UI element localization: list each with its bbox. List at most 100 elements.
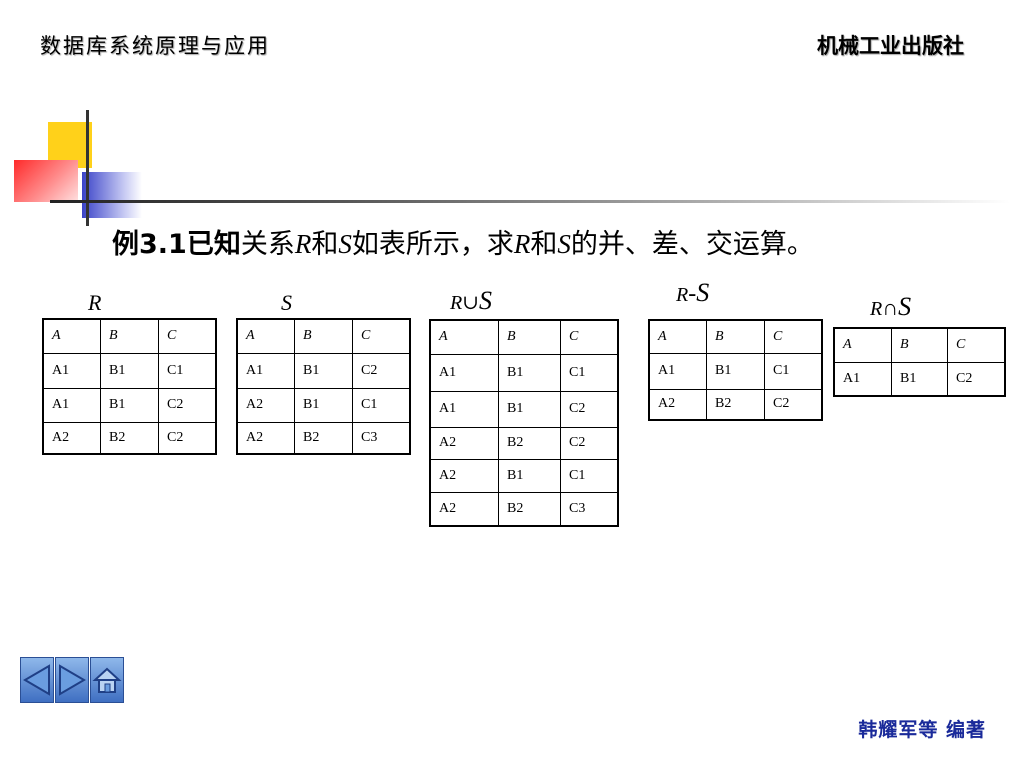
- table-s-label: S: [281, 290, 292, 315]
- table-cell: A2: [429, 458, 499, 493]
- decorative-squares: [14, 110, 1014, 230]
- table-cell: B1: [498, 390, 561, 428]
- table-cell: B1: [498, 458, 561, 493]
- column-header-cell: B: [498, 319, 561, 355]
- headline-r: R: [294, 229, 312, 259]
- table-cell: B1: [100, 352, 159, 389]
- table-cell: A1: [648, 352, 707, 390]
- headline-r-2: R: [513, 229, 531, 259]
- table-cell: A2: [236, 387, 295, 423]
- table-cell: C2: [947, 361, 1006, 397]
- table-cell: A2: [648, 388, 707, 421]
- difference-operator: -: [688, 281, 697, 307]
- table-cell: A2: [236, 421, 295, 455]
- table-cell: C2: [158, 387, 217, 423]
- table-cell: A1: [236, 352, 295, 389]
- table-cell: B1: [891, 361, 948, 397]
- column-header-cell: A: [42, 318, 101, 354]
- column-header-cell: C: [352, 318, 411, 354]
- table-cell: C2: [764, 388, 823, 421]
- headline-and-2: 和: [530, 229, 558, 260]
- table-cell: B2: [498, 426, 561, 460]
- union-label-s: S: [478, 286, 492, 315]
- table-cell: B2: [294, 421, 353, 455]
- column-header-cell: B: [891, 327, 948, 363]
- next-slide-button[interactable]: [55, 657, 89, 703]
- table-r-label: R: [88, 290, 102, 315]
- table-cell: A1: [429, 390, 499, 428]
- table-cell: B1: [706, 352, 765, 390]
- headline-text-3: 的并、差、交运算。: [570, 229, 814, 260]
- column-header-cell: A: [648, 319, 707, 354]
- publisher-name: 机械工业出版社: [817, 34, 964, 58]
- table-cell: B2: [706, 388, 765, 421]
- table-cell: C1: [560, 458, 619, 493]
- intersection-label-s: S: [898, 292, 912, 321]
- column-header-cell: A: [833, 327, 892, 363]
- table-cell: A1: [833, 361, 892, 397]
- table-intersection-label: R∩S: [870, 292, 911, 322]
- table-cell: B1: [100, 387, 159, 423]
- table-cell: B1: [294, 352, 353, 389]
- prev-slide-button[interactable]: [20, 657, 54, 703]
- column-header-cell: B: [100, 318, 159, 354]
- table-cell: B1: [294, 387, 353, 423]
- home-icon: [92, 667, 122, 693]
- headline-s-2: S: [557, 229, 571, 259]
- table-cell: B2: [498, 491, 561, 527]
- column-header-cell: C: [764, 319, 823, 354]
- intersection-label-r: R: [870, 298, 883, 320]
- table-cell: C2: [560, 426, 619, 460]
- table-union-label: R∪S: [450, 286, 492, 316]
- table-cell: C2: [560, 390, 619, 428]
- column-header-cell: A: [429, 319, 499, 355]
- table-cell: C1: [158, 352, 217, 389]
- course-title: 数据库系统原理与应用: [40, 34, 270, 58]
- example-headline: 例3.1已知关系R和S如表所示，求R和S的并、差、交运算。: [112, 222, 814, 261]
- headline-text-2: 如表所示，求: [351, 229, 514, 260]
- table-cell: B1: [498, 353, 561, 392]
- column-header-cell: C: [560, 319, 619, 355]
- table-cell: A1: [429, 353, 499, 392]
- table-cell: C1: [560, 353, 619, 392]
- example-label: 例3.1已知: [112, 229, 241, 260]
- table-cell: A2: [429, 426, 499, 460]
- author-credit: 韩耀军等 编著: [858, 719, 986, 741]
- column-header-cell: B: [706, 319, 765, 354]
- headline-s: S: [338, 229, 352, 259]
- home-button[interactable]: [90, 657, 124, 703]
- headline-and-1: 和: [311, 229, 339, 260]
- intersection-operator: ∩: [882, 295, 899, 320]
- triangle-right-icon: [59, 664, 86, 696]
- column-header-cell: B: [294, 318, 353, 354]
- union-label-r: R: [450, 292, 463, 314]
- table-cell: C2: [352, 352, 411, 389]
- table-cell: A2: [429, 491, 499, 527]
- triangle-left-icon: [23, 664, 50, 696]
- table-cell: C3: [352, 421, 411, 455]
- table-cell: A1: [42, 352, 101, 389]
